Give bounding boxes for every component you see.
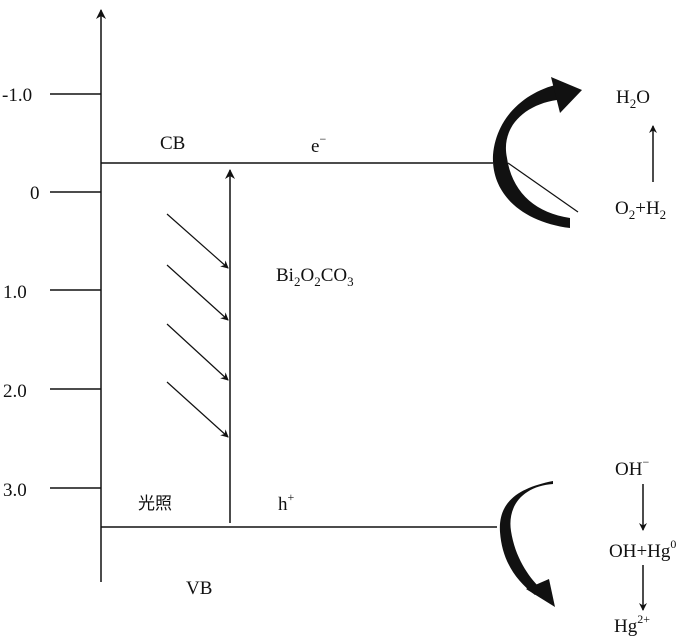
reduction-product: H2O [616, 87, 650, 111]
tick-label: -1.0 [2, 85, 32, 106]
illumination-label: 光照 [138, 494, 172, 514]
light-arrow [166, 213, 229, 269]
reduction-reactants: O2+H2 [615, 198, 666, 222]
hole-label: h+ [278, 490, 295, 515]
axis-ticks [50, 93, 101, 489]
cb-label: CB [160, 133, 185, 154]
light-arrows [166, 213, 229, 438]
material-formula: Bi2O2CO3 [276, 265, 354, 289]
light-arrow [166, 381, 229, 438]
oxidation-step2: OH+Hg0 [609, 537, 676, 562]
tick-label: 1.0 [3, 282, 27, 303]
reduction-curved-arrow [492, 77, 582, 228]
tick-label: 2.0 [3, 381, 27, 402]
light-arrow [166, 264, 229, 321]
electron-label: e− [311, 132, 326, 157]
oxidation-step1: OH− [615, 455, 649, 480]
vb-label: VB [186, 578, 212, 599]
light-arrow [166, 323, 229, 381]
oxidation-curved-arrow [499, 481, 555, 607]
tick-label: 3.0 [3, 480, 27, 501]
oxidation-step3: Hg2+ [614, 612, 650, 637]
tick-label: 0 [30, 183, 40, 204]
axis-tick-labels: -1.0 0 1.0 2.0 3.0 [2, 85, 40, 501]
